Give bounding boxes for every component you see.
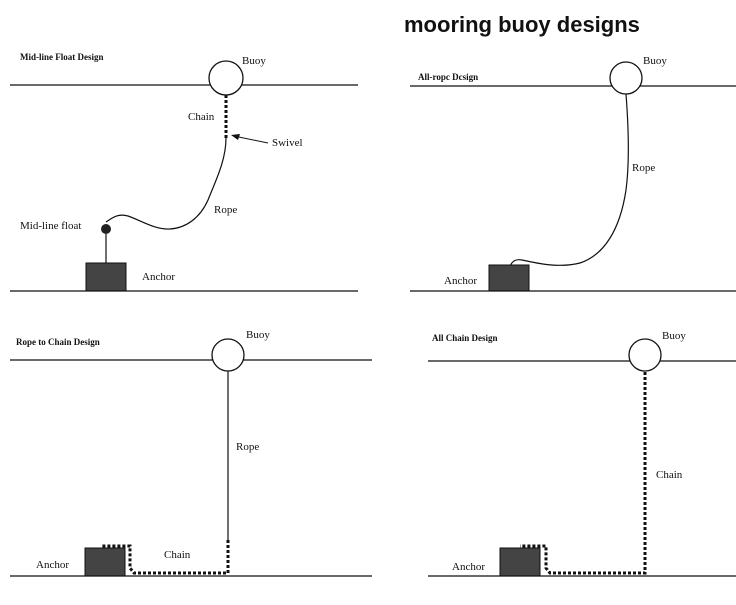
page-title: mooring buoy designs — [404, 12, 640, 37]
panel-all-rope: All-ropc Dcsign Buoy Rope Anchor — [410, 55, 736, 292]
chain-label: Chain — [164, 549, 191, 561]
midline-float-icon — [101, 224, 111, 234]
chain-label: Chain — [656, 469, 683, 481]
panel-rope-to-chain: Rope to Chain Design Buoy Rope Chain Anc… — [10, 329, 372, 577]
buoy-icon — [211, 338, 245, 372]
rope-line — [509, 93, 629, 269]
anchor-block — [499, 547, 541, 577]
panel-title: All Chain Design — [432, 333, 498, 343]
buoy-icon — [628, 338, 662, 372]
panel-midline-float: Mid-line Float Design Buoy Chain Swivel … — [10, 52, 358, 292]
panel-all-chain: All Chain Design Buoy Chain Anchor — [428, 330, 736, 577]
chain-segment — [520, 372, 647, 575]
chain-segment — [102, 540, 230, 575]
rope-line — [105, 137, 227, 230]
swivel-label: Swivel — [272, 137, 303, 149]
panel-title: Mid-line Float Design — [20, 52, 104, 62]
anchor-label: Anchor — [142, 271, 175, 283]
anchor-block — [84, 547, 126, 577]
chain-label: Chain — [188, 111, 215, 123]
anchor-block — [85, 262, 127, 292]
panel-title: Rope to Chain Design — [16, 337, 100, 347]
rope-label: Rope — [236, 441, 259, 453]
anchor-block — [488, 264, 530, 292]
anchor-label: Anchor — [36, 559, 69, 571]
midline-float-label: Mid-line float — [20, 220, 81, 232]
buoy-label: Buoy — [246, 329, 270, 341]
rope-label: Rope — [632, 162, 655, 174]
buoy-label: Buoy — [242, 55, 266, 67]
buoy-label: Buoy — [643, 55, 667, 67]
buoy-icon — [208, 60, 244, 96]
swivel-pointer-arrow — [233, 135, 269, 144]
arrow-head-icon — [231, 134, 240, 140]
rope-label: Rope — [214, 204, 237, 216]
buoy-icon — [609, 61, 643, 95]
panel-title: All-ropc Dcsign — [418, 72, 478, 82]
anchor-label: Anchor — [452, 561, 485, 573]
anchor-label: Anchor — [444, 275, 477, 287]
buoy-label: Buoy — [662, 330, 686, 342]
